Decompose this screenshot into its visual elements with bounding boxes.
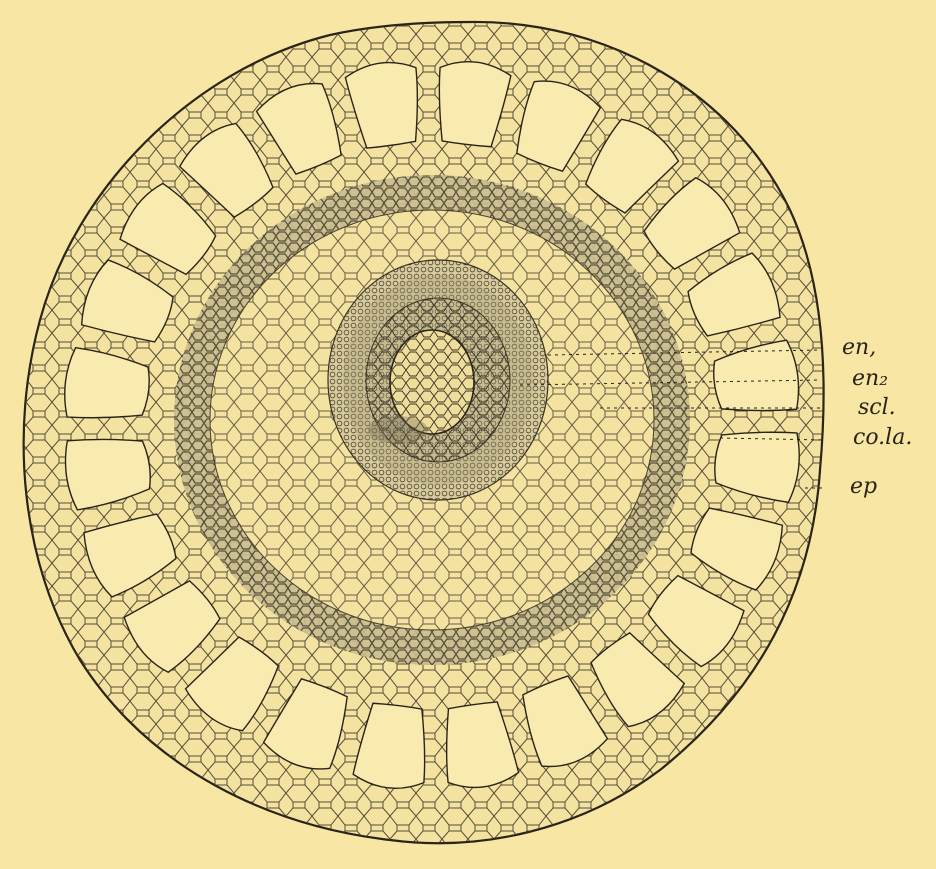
label-en1: en, [842, 337, 876, 359]
label-en2: en₂ [852, 368, 888, 390]
label-ep: ep [850, 476, 877, 498]
label-scl: scl. [858, 397, 896, 419]
label-cola: co.la. [853, 427, 912, 449]
stele [328, 260, 548, 500]
